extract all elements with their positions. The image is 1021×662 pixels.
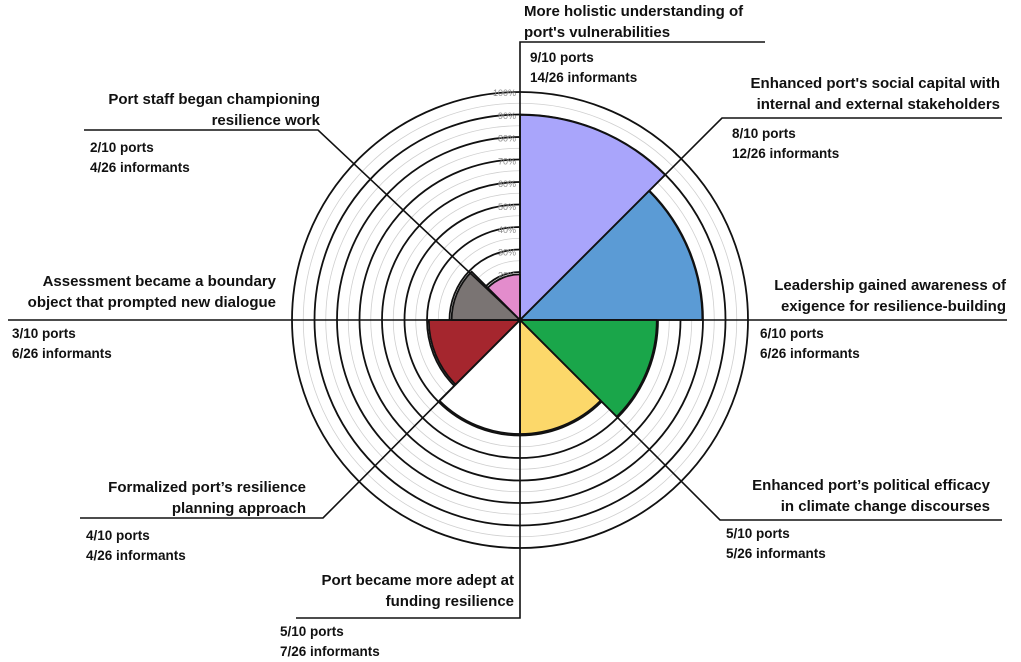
- segment-label: Port became more adept at: [321, 572, 514, 589]
- wedge: [427, 319, 521, 386]
- informants-count: 14/26 informants: [530, 70, 637, 85]
- leader-line: [519, 319, 1002, 521]
- tick-label: 70%: [498, 156, 516, 166]
- wedge: [519, 113, 666, 321]
- segment-label: exigence for resilience-building: [781, 298, 1006, 315]
- informants-count: 6/26 informants: [12, 346, 112, 361]
- leader-line: [84, 129, 521, 321]
- segment-label: internal and external stakeholders: [757, 96, 1000, 113]
- informants-count: 12/26 informants: [732, 146, 839, 161]
- segment-label: Assessment became a boundary: [43, 273, 277, 290]
- segment-label: object that prompted new dialogue: [28, 294, 276, 311]
- informants-count: 4/26 informants: [90, 160, 190, 175]
- wedge: [438, 319, 521, 435]
- wedge: [519, 319, 602, 435]
- segment-label: port's vulnerabilities: [524, 24, 670, 41]
- ports-count: 4/10 ports: [86, 528, 150, 543]
- segment-label: funding resilience: [386, 593, 514, 610]
- tick-label: 50%: [498, 202, 516, 212]
- ports-count: 5/10 ports: [726, 526, 790, 541]
- informants-count: 5/26 informants: [726, 546, 826, 561]
- segment-label: Enhanced port’s political efficacy: [752, 477, 990, 494]
- leader-line: [80, 319, 521, 519]
- segment-label: planning approach: [172, 500, 306, 517]
- ports-count: 8/10 ports: [732, 126, 796, 141]
- wedge: [519, 190, 704, 321]
- segment-label: Enhanced port's social capital with: [751, 75, 1000, 92]
- tick-label: 100%: [493, 88, 516, 98]
- tick-label: 90%: [498, 111, 516, 121]
- ports-count: 5/10 ports: [280, 624, 344, 639]
- segment-label: More holistic understanding of: [524, 3, 744, 20]
- ports-count: 9/10 ports: [530, 50, 594, 65]
- leader-line: [519, 41, 765, 320]
- tick-label: 40%: [498, 225, 516, 235]
- tick-label: 30%: [498, 248, 516, 258]
- ports-count: 3/10 ports: [12, 326, 76, 341]
- segment-label: Leadership gained awareness of: [774, 277, 1007, 294]
- leader-line: [519, 117, 1002, 321]
- segment-label: Formalized port’s resilience: [108, 479, 306, 496]
- tick-label: 80%: [498, 134, 516, 144]
- informants-count: 7/26 informants: [280, 644, 380, 657]
- informants-count: 4/26 informants: [86, 548, 186, 563]
- wedge: [519, 319, 658, 418]
- segment-label: in climate change discourses: [781, 498, 990, 515]
- ports-count: 6/10 ports: [760, 326, 824, 341]
- tick-label: 60%: [498, 179, 516, 189]
- segment-label: resilience work: [212, 112, 321, 129]
- leader-line: [296, 320, 521, 619]
- segment-label: Port staff began championing: [108, 91, 320, 108]
- ports-count: 2/10 ports: [90, 140, 154, 155]
- informants-count: 6/26 informants: [760, 346, 860, 361]
